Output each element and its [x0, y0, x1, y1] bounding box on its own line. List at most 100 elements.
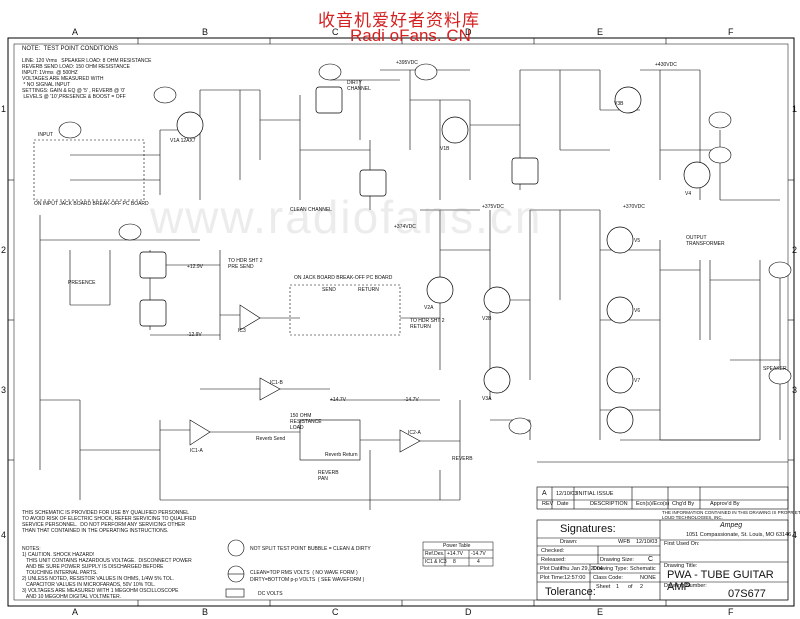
checked-label: Checked:: [541, 548, 565, 554]
signatures-label: Signatures:: [560, 523, 616, 535]
row-label-3: 3: [1, 385, 7, 395]
note-item: CAPACITOR VALUES IN MICROFARADS, 50V 10%…: [22, 582, 156, 588]
rev-date: 12/10/03: [556, 491, 578, 497]
drawing-number-label: Drawing Number:: [664, 583, 707, 589]
rev-letter: A: [542, 490, 547, 497]
column-label-c: C: [332, 27, 339, 37]
wires: [33, 69, 781, 510]
site-title-en: Radi oFans. CN: [350, 26, 471, 45]
part-ref: V5: [634, 238, 641, 244]
output-transformer-label: OUTPUT TRANSFORMER: [686, 235, 725, 247]
column-label-f-bottom: F: [728, 607, 734, 617]
opto-boxes: [139, 86, 539, 327]
part-ref: V2A: [424, 305, 434, 311]
column-label-b-bottom: B: [202, 607, 209, 617]
rev-header: REV: [542, 501, 554, 507]
input-label: INPUT: [38, 132, 53, 138]
column-label-e-bottom: E: [597, 607, 604, 617]
row-label-1-right: 1: [792, 104, 798, 114]
column-label-a: A: [72, 27, 79, 37]
note-item: AND 10 MEGOHM DIGITAL VOLTMETER.: [22, 594, 122, 600]
service-note: SERVICE PERSONNEL. DO NOT PERFORM ANY SE…: [22, 522, 185, 528]
test-condition-line: REVERB SEND LOAD: 150 OHM RESISTANCE: [22, 64, 130, 70]
test-condition-line: LEVELS @ '10',PRESENCE & BOOST = OFF: [22, 94, 126, 100]
note-item: THIS UNIT CONTAINS HAZARDOUS VOLTAGE. DI…: [22, 558, 192, 564]
drawing-title-label: Drawing Title:: [664, 563, 698, 569]
drawing-type: Schematic: [630, 566, 656, 572]
company-address: 1051 Compassionate, St. Louis, MO 63146: [686, 532, 792, 538]
part-ref: V1A 12AX7: [170, 138, 196, 144]
sheet-number: 1: [616, 584, 620, 590]
sheet-total: 2: [640, 584, 644, 590]
column-label-d: D: [465, 27, 472, 37]
part-ref: IC1-B: [270, 380, 283, 386]
note-item: TOUCHING INTERNAL PARTS.: [22, 570, 98, 576]
grid-ticks: [8, 38, 794, 606]
of-label: of: [628, 584, 633, 590]
drawing-size-label: Drawing Size:: [600, 557, 634, 563]
hdr-return-label: TO HDR SHT 2 RETURN: [410, 318, 445, 330]
power-table-cell: 8: [453, 559, 456, 565]
site-title-cn: 收音机爱好者资料库: [318, 11, 480, 31]
speaker-label: SPEAKER: [763, 366, 787, 372]
voltage-tag: -14.7V: [404, 397, 419, 403]
power-table-header: Ref.Des.: [425, 551, 445, 557]
fx-return-label: RETURN: [358, 287, 379, 293]
power-table-title: Power Table: [443, 543, 471, 549]
test-bubbles: [58, 63, 792, 598]
column-label-e: E: [597, 27, 604, 37]
input-board-note: ON INPUT JACK BOARD BREAK-OFF PC BOARD: [34, 201, 149, 207]
test-conditions-heading: NOTE: TEST POINT CONDITIONS: [22, 46, 119, 52]
power-table-header: +14.7V: [447, 551, 463, 557]
drawing-border: [7, 37, 795, 607]
service-note: THIS SCHEMATIC IS PROVIDED FOR USE BY QU…: [22, 510, 190, 516]
column-label-c-bottom: C: [332, 607, 339, 617]
class-code: NONE: [640, 575, 656, 581]
reverb-send-label: Reverb Send: [256, 436, 286, 442]
rev-header: DESCRIPTION: [590, 501, 628, 507]
part-ref: V7: [634, 378, 641, 384]
voltage-tag: -12.9V: [187, 332, 202, 338]
proprietary-note: THE INFORMATION CONTAINED IN THIS DRAWIN…: [662, 510, 800, 520]
test-condition-line: * NO SIGNAL INPUT: [22, 82, 71, 88]
sheet-label: Sheet: [596, 584, 611, 590]
rev-header: Ecn(s)/Eco(s): [636, 501, 670, 507]
notes-heading: NOTES:: [22, 546, 41, 552]
row-label-2: 2: [1, 245, 7, 255]
part-ref: IC2-A: [408, 430, 421, 436]
reverb-return-label: Reverb Return: [325, 452, 358, 458]
legend-split-bottom: DIRTY=BOTTOM p-p VOLTS ( SEE WAVEFORM ): [250, 577, 365, 583]
test-condition-line: VOLTAGES ARE MEASURED WITH: [22, 76, 104, 82]
test-condition-line: LINE: 120 Vrms SPEAKER LOAD: 8 OHM RESIS…: [22, 58, 152, 64]
fx-send-label: SEND: [322, 287, 336, 293]
legend-split-note: NOT SPLIT TEST POINT BUBBLE = CLEAN & DI…: [250, 546, 371, 552]
watermark: www.radiofans.cn: [150, 191, 543, 243]
voltage-tag: +374VDC: [394, 224, 416, 230]
part-ref: IC1-A: [190, 448, 203, 454]
rev-header: Chg'd By: [672, 501, 695, 507]
plot-time-label: Plot Time:: [540, 575, 565, 581]
voltage-tag: +14.7V: [330, 397, 346, 403]
drawn-by: WFB: [618, 539, 631, 545]
note-item: 2) UNLESS NOTED, RESISTOR VALUES IN OHMS…: [22, 576, 174, 582]
dirty-channel-label: DIRTY CHANNEL: [347, 80, 371, 92]
row-label-1: 1: [1, 104, 7, 114]
voltage-tag: +370VDC: [623, 204, 645, 210]
plot-date-label: Plot Date:: [540, 566, 565, 572]
service-note: THAN THAT CONTAINED IN THE OPERATING INS…: [22, 528, 169, 534]
inner-border: [13, 43, 789, 601]
note-item: 1) CAUTION. SHOCK HAZARD!: [22, 552, 95, 558]
rev-header: Date: [557, 501, 569, 507]
drawn-date: 12/10/03: [636, 539, 658, 545]
reverb-label: REVERB: [452, 456, 473, 462]
power-table-cell: 4: [477, 559, 480, 565]
voltage-tag: +375VDC: [482, 204, 504, 210]
test-condition-line: SETTINGS: GAIN & EQ @ '5' , REVERB @ '0': [22, 88, 126, 94]
voltage-tag: +12.9V: [187, 264, 203, 270]
row-label-4-right: 4: [792, 530, 798, 540]
drawing-number: 07S677: [728, 588, 766, 600]
row-label-4: 4: [1, 530, 7, 540]
row-label-3-right: 3: [792, 385, 798, 395]
reverb-pan-label: REVERB PAN: [318, 470, 339, 482]
